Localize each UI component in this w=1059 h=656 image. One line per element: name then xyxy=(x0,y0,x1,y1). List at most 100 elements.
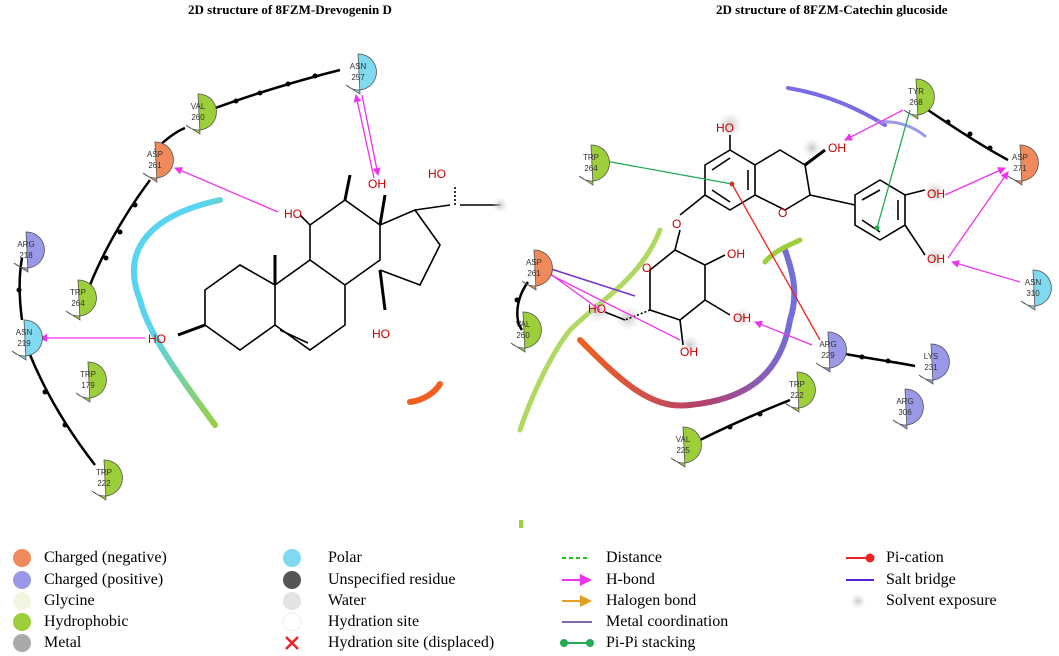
legend-label-hydration-displaced: Hydration site (displaced) xyxy=(328,634,495,651)
right-pocket-surface xyxy=(517,86,927,528)
residue-number: 179 xyxy=(81,381,95,390)
legend-swatch-metal xyxy=(13,634,31,652)
right-panel-title: 2D structure of 8FZM-Catechin glucoside xyxy=(716,2,948,17)
residue-trp-222: TRP 222 xyxy=(784,371,816,413)
residue-number: 260 xyxy=(191,113,205,122)
legend-swatch-water xyxy=(283,592,301,610)
atom-label: HO xyxy=(148,332,166,346)
residue-name: ASP xyxy=(1012,153,1028,162)
residue-name: LYS xyxy=(924,352,939,361)
residue-arg-229: ARG 229 xyxy=(815,331,847,373)
residue-number: 264 xyxy=(584,164,598,173)
atom-label: OH xyxy=(733,311,751,325)
legend-label-hydration-site: Hydration site xyxy=(328,613,420,630)
legend-swatch-pi-cation xyxy=(846,553,875,563)
legend-label-pi-cation: Pi-cation xyxy=(886,549,944,566)
residue-shape xyxy=(784,371,816,413)
right-hbonds xyxy=(544,109,1021,346)
residue-asn-310: ASN 310 xyxy=(1020,269,1052,311)
left-backbone-dots xyxy=(16,73,318,428)
residue-name: ARG xyxy=(896,397,913,406)
residue-number: 306 xyxy=(898,408,912,417)
left-panel-title: 2D structure of 8FZM-Drevogenin D xyxy=(188,2,392,17)
residue-number: 229 xyxy=(821,351,835,360)
atom-label: O xyxy=(672,217,681,231)
residue-asn-257: ASN 257 xyxy=(345,53,377,95)
legend-label-distance: Distance xyxy=(606,549,662,566)
residue-trp-179: TRP 179 xyxy=(75,361,107,403)
legend-label-metal-coordination: Metal coordination xyxy=(606,613,729,630)
residue-name: VAL xyxy=(516,320,531,329)
residue-shape xyxy=(892,388,924,430)
residue-lys-231: LYS 231 xyxy=(918,343,950,385)
residue-trp-264: TRP 264 xyxy=(578,144,610,186)
residue-number: 268 xyxy=(909,98,923,107)
right-residue-nodes: TYR 268 ASP 271 TRP 264 ASP 261 VAL xyxy=(510,78,1052,468)
legend-label-metal: Metal xyxy=(44,634,82,651)
residue-trp-264: TRP 264 xyxy=(65,279,97,321)
left-backbone xyxy=(18,68,341,466)
residue-val-260: VAL 260 xyxy=(185,93,217,135)
legend-swatch-charged-negative xyxy=(13,549,31,567)
residue-number: 219 xyxy=(17,339,31,348)
residue-name: ARG xyxy=(819,340,836,349)
legend-swatch-hydration-site xyxy=(282,612,302,632)
atom-label: O xyxy=(642,261,651,275)
residue-val-260: VAL 260 xyxy=(510,311,542,353)
residue-shape xyxy=(65,279,97,321)
residue-shape xyxy=(185,93,217,135)
residue-trp-222: TRP 222 xyxy=(91,459,123,501)
residue-shape xyxy=(510,311,542,353)
legend-swatch-polar xyxy=(283,549,301,567)
residue-name: ASN xyxy=(16,328,33,337)
legend-label-hydrophobic: Hydrophobic xyxy=(44,613,129,630)
atom-label: HO xyxy=(428,167,446,181)
residue-asp-261: ASP 261 xyxy=(521,249,553,291)
residue-shape xyxy=(903,78,935,120)
legend-label-pi-pi: Pi-Pi stacking xyxy=(606,634,696,651)
residue-tyr-268: TYR 268 xyxy=(903,78,935,120)
residue-arg-306: ARG 306 xyxy=(892,388,924,430)
atom-label: OH xyxy=(927,252,945,266)
legend-label-hbond: H-bond xyxy=(606,571,655,588)
residue-name: ASP xyxy=(526,258,542,267)
legend-label-charged-negative: Charged (negative) xyxy=(44,549,167,566)
left-residue-nodes: ASN 257 VAL 260 ASP 261 ARG 218 TRP xyxy=(11,53,377,501)
legend-label-polar: Polar xyxy=(328,549,362,566)
residue-shape xyxy=(815,331,847,373)
legend-swatch-hbond xyxy=(562,574,592,586)
atom-label: HO xyxy=(284,207,302,221)
residue-name: ASP xyxy=(147,150,163,159)
residue-name: ASN xyxy=(350,62,367,71)
atom-label: OH xyxy=(727,247,745,261)
residue-shape xyxy=(75,361,107,403)
residue-asn-219: ASN 219 xyxy=(11,319,43,361)
residue-name: TRP xyxy=(70,288,86,297)
residue-number: 310 xyxy=(1026,289,1040,298)
legend-label-charged-positive: Charged (positive) xyxy=(44,571,164,588)
residue-name: TRP xyxy=(583,153,599,162)
residue-number: 231 xyxy=(924,363,938,372)
residue-shape xyxy=(345,53,377,95)
residue-name: ARG xyxy=(17,240,34,249)
right-ligand-structure xyxy=(604,135,926,346)
atom-label: OH xyxy=(927,187,945,201)
left-pocket-surface xyxy=(130,197,443,428)
legend-label-salt-bridge: Salt bridge xyxy=(886,571,956,588)
residue-shape xyxy=(1007,144,1039,186)
right-backbone-dots xyxy=(514,119,993,430)
residue-number: 261 xyxy=(527,269,541,278)
residue-number: 218 xyxy=(19,251,33,260)
residue-shape xyxy=(521,249,553,291)
right-solvent-halos xyxy=(585,112,946,355)
residue-shape xyxy=(91,459,123,501)
atom-label: OH xyxy=(680,345,698,359)
legend-swatch-halogen xyxy=(562,595,592,607)
residue-shape xyxy=(142,141,174,183)
residue-asp-261: ASP 261 xyxy=(142,141,174,183)
atom-label: HO xyxy=(588,302,606,316)
residue-name: TYR xyxy=(908,87,924,96)
residue-name: TRP xyxy=(96,468,112,477)
